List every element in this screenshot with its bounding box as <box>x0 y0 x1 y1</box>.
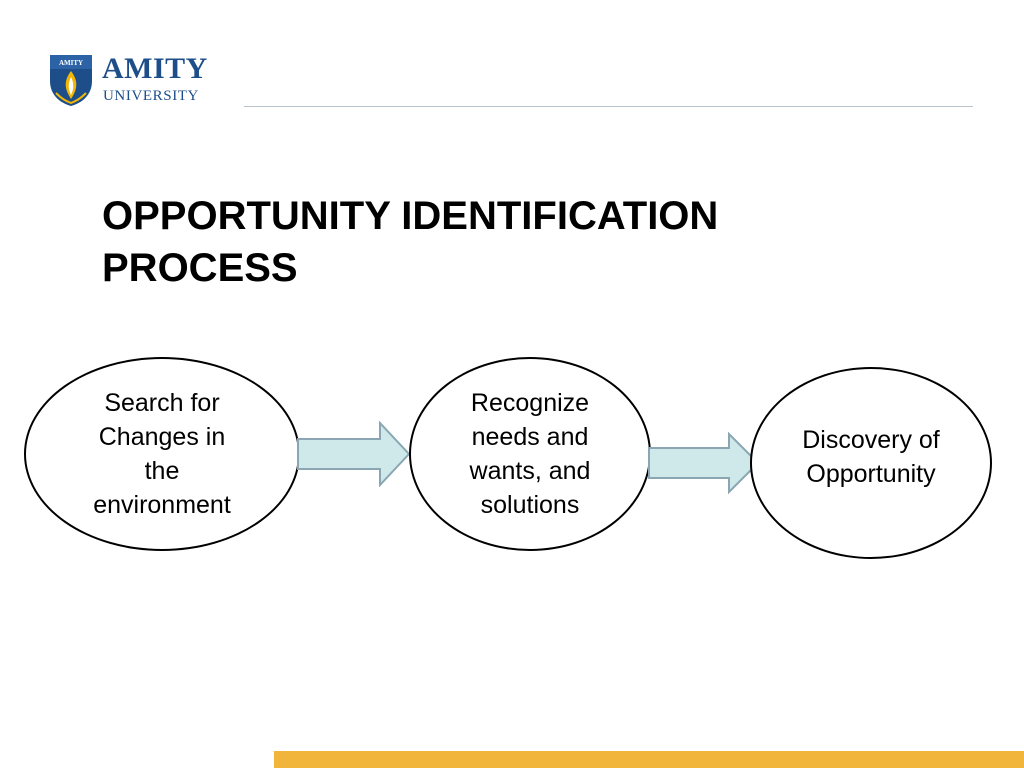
slide-title-line-1: OPPORTUNITY IDENTIFICATION <box>102 194 719 238</box>
process-step-label: Discovery of Opportunity <box>802 426 940 488</box>
footer-accent-bar <box>274 751 1024 768</box>
logo-shield-text: AMITY <box>59 59 83 67</box>
logo-shield-icon: AMITY <box>50 55 92 106</box>
right-arrow-icon <box>297 421 411 487</box>
process-step-search-changes: Search for Changes in the environment <box>24 357 300 551</box>
right-arrow-icon <box>648 432 760 494</box>
process-step-label: Search for Changes in the environment <box>93 389 231 519</box>
logo-subtitle: UNIVERSITY <box>103 88 199 104</box>
slide-title: OPPORTUNITY IDENTIFICATION PROCESS <box>102 190 922 294</box>
header-divider <box>244 106 973 107</box>
process-step-recognize-needs: Recognize needs and wants, and solutions <box>409 357 651 551</box>
process-step-discovery-opportunity: Discovery of Opportunity <box>750 367 992 559</box>
logo-name: AMITY <box>102 52 208 85</box>
amity-university-logo: AMITY AMITY UNIVERSITY <box>48 53 228 109</box>
slide-title-line-2: PROCESS <box>102 246 298 290</box>
process-step-label: Recognize needs and wants, and solutions <box>469 389 591 519</box>
